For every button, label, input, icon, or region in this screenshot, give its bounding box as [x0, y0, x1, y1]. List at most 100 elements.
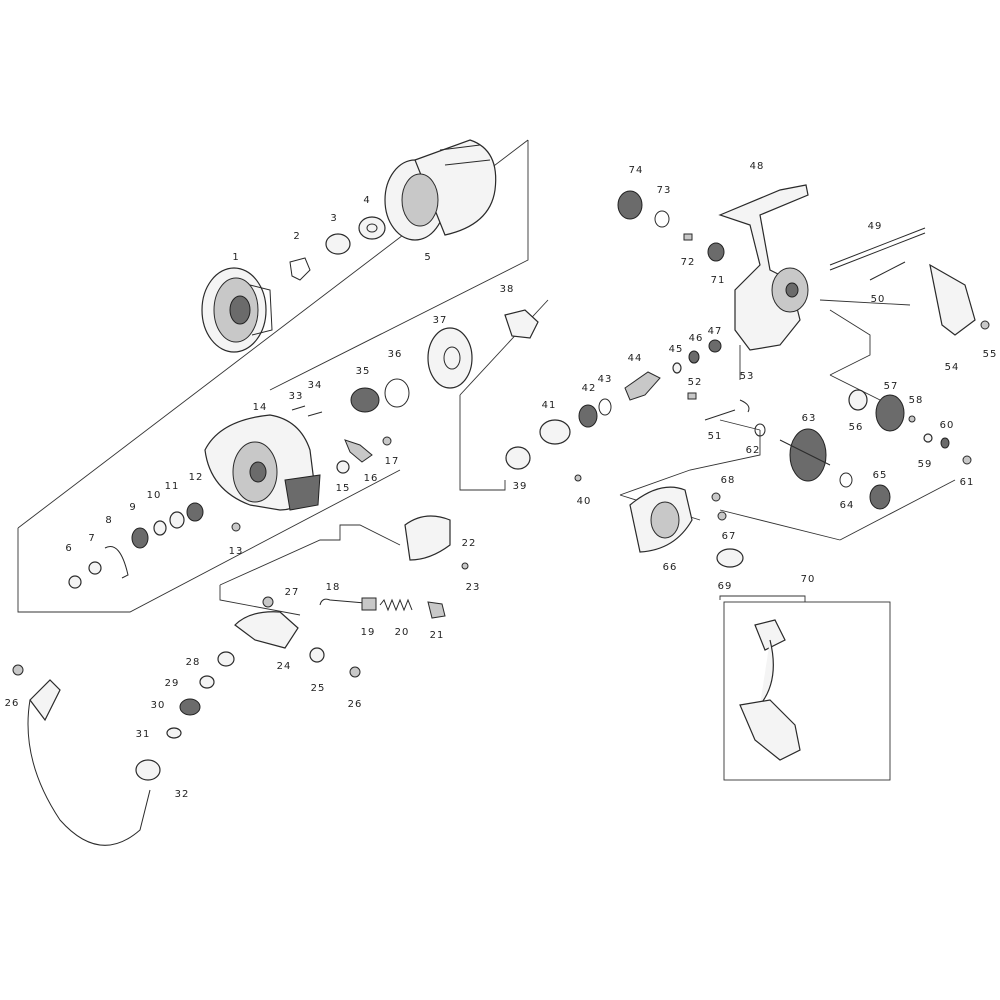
- shaft-part: [704, 409, 736, 421]
- part-number-22: 22: [462, 538, 477, 549]
- main-gear-part: [789, 428, 827, 482]
- washer-part: [848, 389, 868, 411]
- roller-part: [179, 698, 201, 716]
- part-number-10: 10: [147, 490, 162, 501]
- part-number-37: 37: [433, 315, 448, 326]
- pinion-gear-part: [624, 371, 661, 401]
- part-number-14: 14: [253, 402, 268, 413]
- part-number-54: 54: [945, 362, 960, 373]
- ring-part: [654, 210, 670, 228]
- part-number-25: 25: [311, 683, 326, 694]
- cover-part: [929, 263, 976, 336]
- part-number-11: 11: [165, 481, 180, 492]
- part-number-66: 66: [663, 562, 678, 573]
- main-gear-shaft: [779, 439, 831, 466]
- part-number-71: 71: [711, 275, 726, 286]
- screw-part: [461, 562, 469, 570]
- washer-part: [68, 575, 82, 589]
- part-number-21: 21: [430, 630, 445, 641]
- part-number-12: 12: [189, 472, 204, 483]
- part-number-1: 1: [232, 252, 239, 263]
- spool-part: [384, 139, 497, 241]
- washer-part: [199, 675, 215, 689]
- part-number-34: 34: [308, 380, 323, 391]
- pin-part: [869, 261, 906, 281]
- part-number-57: 57: [884, 381, 899, 392]
- part-number-39: 39: [513, 481, 528, 492]
- cap-part: [617, 190, 643, 220]
- part-number-31: 31: [136, 729, 151, 740]
- part-number-13: 13: [229, 546, 244, 557]
- part-number-6: 6: [65, 543, 72, 554]
- screw-part: [574, 474, 582, 482]
- screw-part: [349, 666, 361, 678]
- bearing-part: [707, 242, 725, 262]
- part-number-19: 19: [361, 627, 376, 638]
- screw-part: [307, 411, 323, 417]
- shaft-part: [829, 232, 926, 271]
- part-number-42: 42: [582, 383, 597, 394]
- washer-part: [325, 233, 351, 255]
- bail-wire-part: [27, 699, 151, 846]
- bearing-retainer-part: [539, 419, 571, 445]
- part-number-16: 16: [364, 473, 379, 484]
- pinion-part: [504, 309, 539, 339]
- gear-part: [131, 527, 149, 549]
- part-number-7: 7: [88, 533, 95, 544]
- reel-body-part: [718, 184, 809, 351]
- part-drawings: [12, 139, 990, 846]
- bearing-part: [578, 404, 598, 428]
- part-number-65: 65: [873, 470, 888, 481]
- spring-part: [739, 399, 750, 413]
- part-number-26: 26: [348, 699, 363, 710]
- ring-part: [384, 378, 410, 408]
- plunger-part: [427, 601, 446, 619]
- wire-part: [319, 598, 366, 606]
- rotor-part: [204, 414, 321, 511]
- part-number-32: 32: [175, 789, 190, 800]
- part-number-15: 15: [336, 483, 351, 494]
- washer-part: [672, 362, 682, 374]
- part-number-67: 67: [722, 531, 737, 542]
- part-number-49: 49: [868, 221, 883, 232]
- part-number-48: 48: [750, 161, 765, 172]
- screw-part: [291, 405, 306, 411]
- part-number-labels: 1 2 3 4 5 6 7 8 9 10 11 12 13 14 15 16 1…: [5, 161, 998, 800]
- part-number-52: 52: [688, 377, 703, 388]
- part-number-2: 2: [293, 231, 300, 242]
- part-number-41: 41: [542, 400, 557, 411]
- part-number-38: 38: [500, 284, 515, 295]
- bearing-part: [708, 339, 722, 353]
- part-number-73: 73: [657, 185, 672, 196]
- screw-part: [382, 436, 392, 446]
- collar-part: [309, 647, 325, 663]
- pin-part: [908, 415, 916, 423]
- part-number-51: 51: [708, 431, 723, 442]
- washer-part: [153, 520, 167, 536]
- part-number-43: 43: [598, 374, 613, 385]
- part-number-3: 3: [330, 213, 337, 224]
- part-number-33: 33: [289, 391, 304, 402]
- bail-holder-part: [29, 679, 61, 722]
- part-number-28: 28: [186, 657, 201, 668]
- washer-part: [358, 216, 386, 240]
- part-number-45: 45: [669, 344, 684, 355]
- part-number-56: 56: [849, 422, 864, 433]
- gear-part: [875, 394, 905, 432]
- screw-part: [711, 492, 721, 502]
- part-number-72: 72: [681, 257, 696, 268]
- spring-part: [104, 546, 129, 579]
- part-number-62: 62: [746, 445, 761, 456]
- part-number-60: 60: [940, 420, 955, 431]
- part-number-9: 9: [129, 502, 136, 513]
- spool-front-part: [201, 267, 273, 353]
- part-number-69: 69: [718, 581, 733, 592]
- bail-arm-part: [344, 439, 373, 463]
- part-number-47: 47: [708, 326, 723, 337]
- part-number-55: 55: [983, 349, 998, 360]
- part-number-18: 18: [326, 582, 341, 593]
- part-number-40: 40: [577, 496, 592, 507]
- collar-part: [217, 651, 235, 667]
- ring-part: [839, 472, 853, 488]
